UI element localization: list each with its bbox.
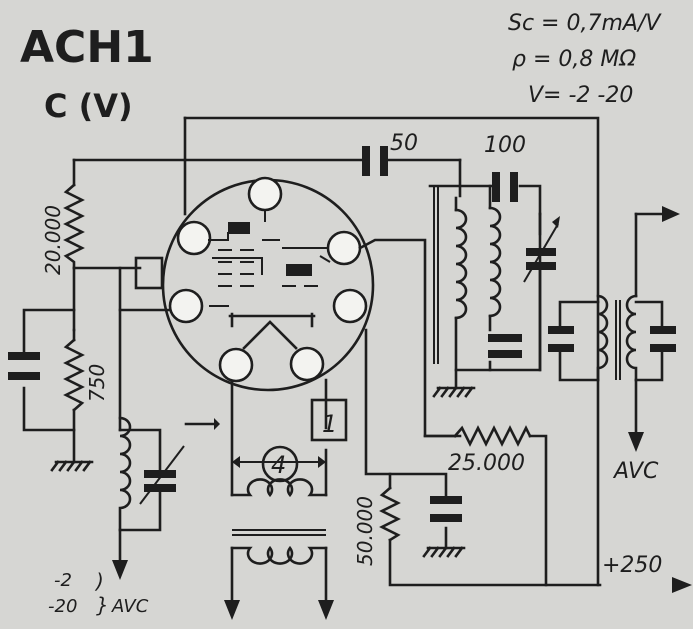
ground-symbol xyxy=(50,460,94,472)
resistor-750 xyxy=(63,338,85,412)
coil-input xyxy=(118,416,132,532)
capacitor-coil-bypass xyxy=(488,334,522,358)
arrows xyxy=(112,206,692,620)
coil-oscillator-2 xyxy=(488,206,502,318)
capacitor-variable-left xyxy=(139,445,185,505)
spec-sc: Sc = 0,7mA/V xyxy=(508,11,662,36)
label-r-20000: 20.000 xyxy=(41,205,65,275)
brace-bottom: } xyxy=(96,593,109,617)
tube-name: ACH1 xyxy=(20,22,154,73)
spec-v: V= -2 -20 xyxy=(528,83,633,108)
tube-top-cap xyxy=(134,256,164,290)
coil-oscillator-1 xyxy=(454,208,468,320)
circle-4-label: 4 xyxy=(271,451,286,479)
if-core xyxy=(615,300,621,380)
tube-pin xyxy=(332,288,368,324)
capacitor-left xyxy=(8,352,40,380)
label-r-750: 750 xyxy=(85,364,109,402)
capacitor-decoupling xyxy=(430,496,462,522)
resistor-20000 xyxy=(63,183,85,270)
tube-pin xyxy=(247,176,283,212)
tube-pin xyxy=(218,347,254,383)
tube-pin xyxy=(168,288,204,324)
coil-if-primary xyxy=(596,294,609,382)
label-c-50: 50 xyxy=(390,131,418,156)
transformer-bottom xyxy=(230,456,328,565)
label-avc-left-1: -2 xyxy=(54,570,72,591)
label-r-25000: 25.000 xyxy=(448,451,525,476)
component-circle-4 xyxy=(261,445,299,483)
osc-core xyxy=(433,186,439,364)
capacitor-50 xyxy=(362,146,388,176)
resistor-25000 xyxy=(453,425,532,447)
capacitor-100 xyxy=(492,172,518,202)
box-1-label: 1 xyxy=(322,410,337,438)
tube-envelope xyxy=(161,178,375,392)
tube-subtitle: C (V) xyxy=(44,87,133,125)
wiring xyxy=(22,116,664,602)
label-avc-left: AVC xyxy=(111,596,149,617)
capacitor-if-right xyxy=(650,326,676,352)
label-avc-left-2: -20 xyxy=(48,596,77,617)
capacitor-variable-right xyxy=(523,216,560,283)
tube-pin xyxy=(326,230,362,266)
brace-top: ) xyxy=(94,569,104,593)
capacitor-if-left xyxy=(548,326,574,352)
label-c-100: 100 xyxy=(484,133,526,158)
label-r-50000: 50.000 xyxy=(353,496,377,566)
tube-pin xyxy=(176,220,212,256)
ground-symbol xyxy=(432,368,476,398)
tube-electrodes xyxy=(208,210,331,350)
coil-if-secondary xyxy=(625,294,638,382)
resistor-50000 xyxy=(379,486,401,542)
tube-pin xyxy=(289,346,325,382)
label-avc-right: AVC xyxy=(612,459,659,484)
label-plus-250: +250 xyxy=(602,553,662,578)
ground-symbol xyxy=(422,546,466,558)
component-box-1 xyxy=(310,398,348,442)
spec-rho: ρ = 0,8 MΩ xyxy=(512,47,636,72)
